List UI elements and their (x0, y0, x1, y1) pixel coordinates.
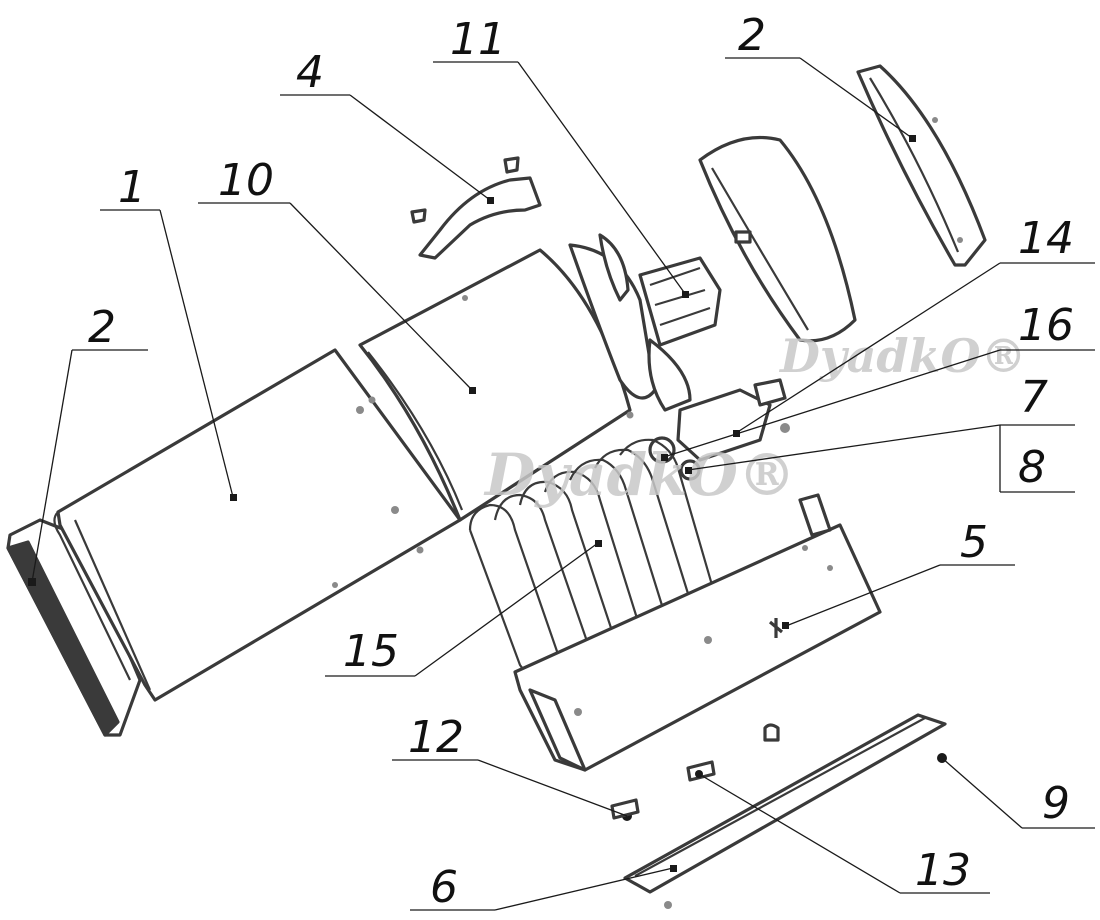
callout-label: 15 (343, 626, 399, 677)
watermark-center: DyadkO® (483, 441, 796, 509)
callout-label: 5 (960, 517, 988, 568)
callout-label: 9 (1042, 778, 1070, 829)
callout-label: 14 (1018, 213, 1074, 264)
callout-6: 6 (410, 862, 677, 913)
callout-label: 2 (88, 302, 116, 353)
callout-13: 13 (698, 773, 990, 896)
callout-4: 4 (280, 47, 494, 204)
housing-shell-1 (53, 348, 462, 702)
callout-label: 12 (408, 712, 464, 763)
callout-1: 1 (100, 162, 237, 501)
callout-5: 5 (782, 517, 1015, 629)
fasteners (610, 753, 947, 821)
callout-16: 16 (661, 300, 1095, 461)
callout-8: 8 (999, 425, 1075, 493)
callout-7: 7 (685, 372, 1075, 474)
callout-label: 10 (218, 155, 274, 206)
bottom-plate (623, 713, 947, 909)
callout-label: 11 (450, 14, 506, 65)
front-end-cap (856, 64, 987, 267)
motor-bracket-assembly (648, 378, 790, 481)
fan-guard-ring (698, 136, 857, 343)
callout-label: 7 (1020, 372, 1048, 423)
callout-2-right: 2 (725, 10, 916, 142)
callout-2-left: 2 (28, 302, 148, 586)
fan-motor (568, 233, 722, 412)
callout-label: 2 (738, 10, 766, 61)
housing-shell-10 (358, 248, 634, 522)
callout-label: 4 (296, 47, 324, 98)
callout-11: 11 (433, 14, 689, 298)
callout-label: 13 (915, 845, 971, 896)
handle (410, 156, 542, 260)
callout-9: 9 (941, 757, 1095, 829)
chassis-tray (513, 493, 882, 772)
callout-10: 10 (198, 155, 476, 394)
callout-12: 12 (392, 712, 628, 817)
callout-label: 1 (118, 162, 146, 213)
callout-15: 15 (325, 540, 602, 677)
callout-label: 16 (1018, 300, 1074, 351)
callout-label: 6 (430, 862, 458, 913)
callout-label: 8 (1018, 442, 1046, 493)
watermark-upper: DyadkO® (778, 329, 1027, 383)
